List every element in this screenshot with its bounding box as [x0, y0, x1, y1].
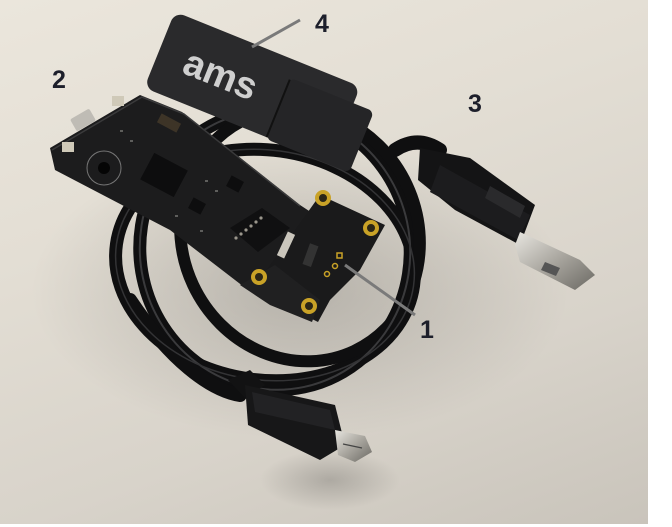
callout-1: 1 — [420, 316, 434, 344]
kit-illustration: ams — [30, 14, 595, 510]
sensor-adapter-board — [240, 190, 385, 322]
leader-line-1 — [344, 263, 416, 317]
mounting-pads — [251, 190, 379, 314]
leader-line-4 — [251, 18, 301, 49]
controller-pcb — [50, 95, 335, 305]
callout-4: 4 — [315, 10, 329, 38]
usb-a-connector — [418, 148, 595, 290]
callout-3: 3 — [468, 90, 482, 118]
callout-2: 2 — [52, 66, 66, 94]
micro-usb-connector — [228, 370, 372, 462]
usb-dongle: ams — [147, 14, 373, 171]
product-photo: ams — [0, 0, 648, 524]
